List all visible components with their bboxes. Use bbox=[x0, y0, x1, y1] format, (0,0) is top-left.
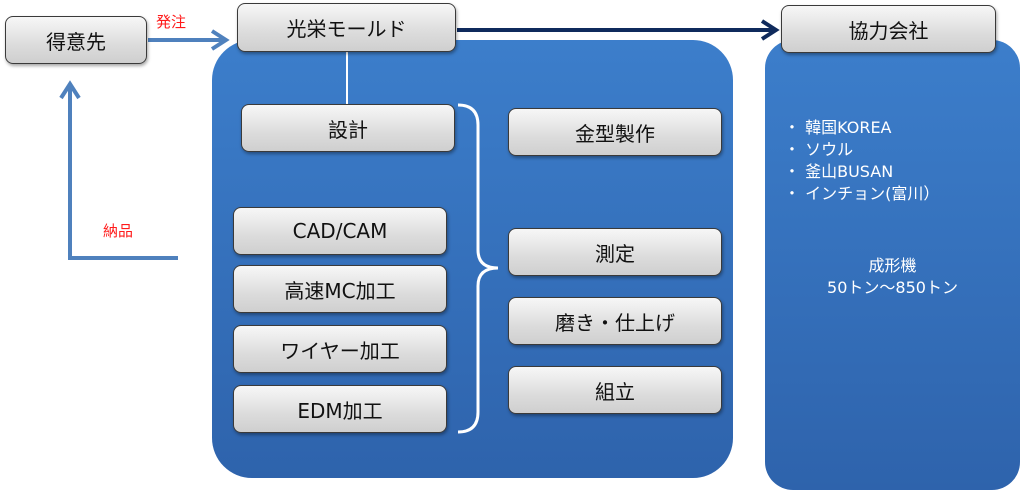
measure-label: 測定 bbox=[595, 241, 635, 266]
measure-box[interactable]: 測定 bbox=[508, 228, 722, 276]
company-box[interactable]: 光栄モールド bbox=[237, 3, 456, 52]
order-label: 発注 bbox=[156, 13, 187, 31]
polish-box[interactable]: 磨き・仕上げ bbox=[508, 297, 722, 345]
partner-panel bbox=[765, 40, 1020, 490]
partner-box[interactable]: 協力会社 bbox=[781, 5, 996, 53]
edm-box[interactable]: EDM加工 bbox=[233, 385, 447, 433]
partner-label: 協力会社 bbox=[848, 18, 929, 43]
brace bbox=[457, 103, 499, 434]
bullet-mark: ・ bbox=[784, 184, 801, 203]
bullet-item: ・ 韓国KOREA bbox=[784, 117, 939, 139]
partner-bullet-list: ・ 韓国KOREA ・ ソウル ・ 釜山BUSAN ・ インチョン(富川） bbox=[784, 117, 939, 205]
delivery-arrow bbox=[59, 80, 178, 260]
design-label: 設計 bbox=[328, 117, 368, 142]
cadcam-label: CAD/CAM bbox=[292, 219, 388, 243]
delivery-label: 納品 bbox=[103, 222, 134, 240]
wire-box[interactable]: ワイヤー加工 bbox=[233, 325, 447, 373]
design-box[interactable]: 設計 bbox=[241, 104, 455, 152]
cadcam-box[interactable]: CAD/CAM bbox=[233, 207, 447, 255]
hsmc-box[interactable]: 高速MC加工 bbox=[233, 265, 447, 313]
company-label: 光栄モールド bbox=[286, 17, 407, 41]
bullet-item: ・ 釜山BUSAN bbox=[784, 161, 939, 183]
order-arrow bbox=[148, 29, 230, 51]
bullet-text: 韓国KOREA bbox=[805, 118, 892, 137]
bullet-item: ・ インチョン(富川） bbox=[784, 183, 939, 205]
client-label: 得意先 bbox=[46, 29, 106, 54]
hsmc-label: 高速MC加工 bbox=[284, 278, 396, 303]
bullet-text: インチョン(富川） bbox=[805, 184, 940, 203]
bullet-item: ・ ソウル bbox=[784, 139, 939, 161]
bullet-text: 釜山BUSAN bbox=[805, 162, 894, 181]
edm-label: EDM加工 bbox=[297, 398, 383, 423]
assembly-box[interactable]: 組立 bbox=[508, 366, 722, 414]
machine-title: 成形機 bbox=[868, 256, 917, 275]
polish-label: 磨き・仕上げ bbox=[555, 310, 675, 335]
assembly-label: 組立 bbox=[595, 379, 635, 404]
bullet-mark: ・ bbox=[784, 162, 801, 181]
bullet-text: ソウル bbox=[805, 140, 854, 159]
outsourcing-arrow bbox=[457, 19, 780, 41]
bullet-mark: ・ bbox=[784, 118, 801, 137]
mold-label: 金型製作 bbox=[575, 121, 655, 146]
mold-box[interactable]: 金型製作 bbox=[508, 108, 722, 156]
wire-label: ワイヤー加工 bbox=[280, 338, 400, 363]
machine-range: 50トン～850トン bbox=[827, 278, 958, 297]
client-box[interactable]: 得意先 bbox=[5, 16, 147, 64]
bullet-mark: ・ bbox=[784, 140, 801, 159]
